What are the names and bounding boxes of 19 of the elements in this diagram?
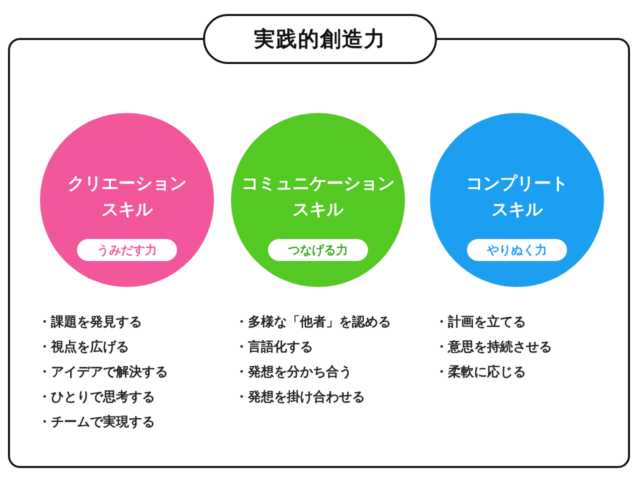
- list-item: ・多様な「他者」を認める: [235, 314, 391, 331]
- list-item: ・アイデアで解決する: [38, 364, 168, 381]
- skill-heading: クリエーションスキル: [66, 173, 188, 222]
- skill-heading: コンプリートスキル: [465, 173, 569, 222]
- list-item: ・視点を広げる: [38, 338, 129, 356]
- skill-heading: コミュニケーションスキル: [240, 173, 396, 222]
- ability-tag: つなげる力: [268, 239, 368, 261]
- list-item: ・意思を持続させる: [435, 338, 552, 356]
- ability-tag: うみだす力: [77, 239, 177, 261]
- list-item: ・発想を掛け合わせる: [235, 389, 365, 406]
- list-item: ・課題を発見する: [38, 314, 142, 331]
- list-item: ・チームで実現する: [38, 414, 155, 431]
- list-item: ・発想を分かち合う: [235, 364, 352, 381]
- list-item: ・柔軟に応じる: [435, 364, 526, 381]
- list-item: ・計画を立てる: [435, 314, 526, 331]
- list-item: ・ひとりで思考する: [38, 389, 155, 406]
- ability-tag: やりぬく力: [467, 239, 567, 261]
- title: 実践的創造力: [203, 14, 437, 64]
- list-item: ・言語化する: [235, 338, 313, 356]
